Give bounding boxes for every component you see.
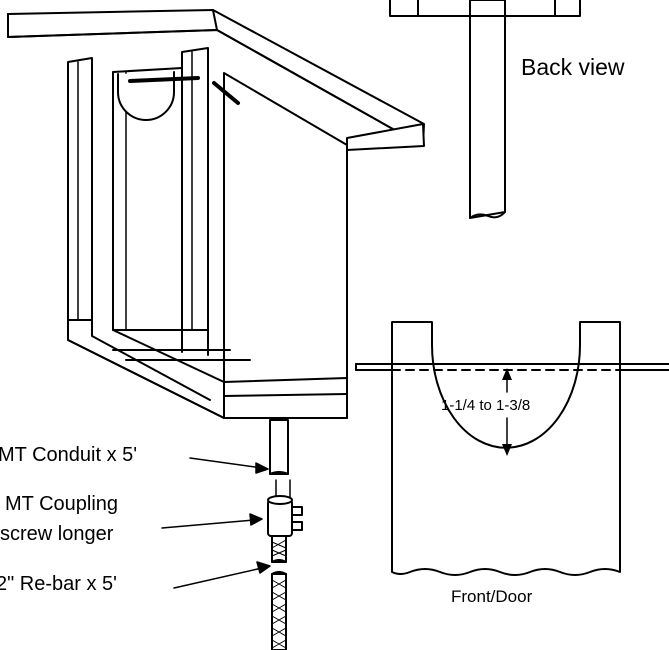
coupling-screw-top bbox=[291, 506, 303, 516]
coupling-screw-bottom bbox=[291, 521, 303, 531]
floor-assembly bbox=[67, 319, 348, 419]
latch-nail bbox=[212, 81, 240, 105]
hole-dimension-label: 1-1/4 to 1-3/8 bbox=[441, 397, 530, 414]
back-view-label: Back view bbox=[521, 54, 625, 80]
nest-box-drawing bbox=[7, 9, 425, 419]
left-front-post bbox=[67, 57, 93, 321]
door-pin bbox=[128, 76, 200, 83]
rebar-label: 2" Re-bar x 5' bbox=[0, 573, 117, 595]
front-door-detail bbox=[355, 321, 669, 576]
mounting-pole bbox=[267, 419, 303, 650]
rebar bbox=[271, 573, 287, 650]
conduit-label: MT Conduit x 5' bbox=[0, 444, 137, 466]
back-board bbox=[469, 0, 506, 219]
roof-edge bbox=[346, 123, 425, 151]
conduit bbox=[269, 419, 289, 475]
entrance-hole bbox=[117, 71, 175, 121]
front-door-label: Front/Door bbox=[451, 587, 533, 606]
right-front-post bbox=[181, 47, 209, 331]
back-view-drawing bbox=[389, 0, 581, 219]
coupling-label-line1: MT Coupling bbox=[5, 493, 118, 515]
callout-arrows bbox=[161, 457, 271, 589]
coupling bbox=[267, 499, 293, 537]
coupling-label-line2: screw longer bbox=[0, 523, 114, 545]
side-panel bbox=[223, 72, 348, 419]
